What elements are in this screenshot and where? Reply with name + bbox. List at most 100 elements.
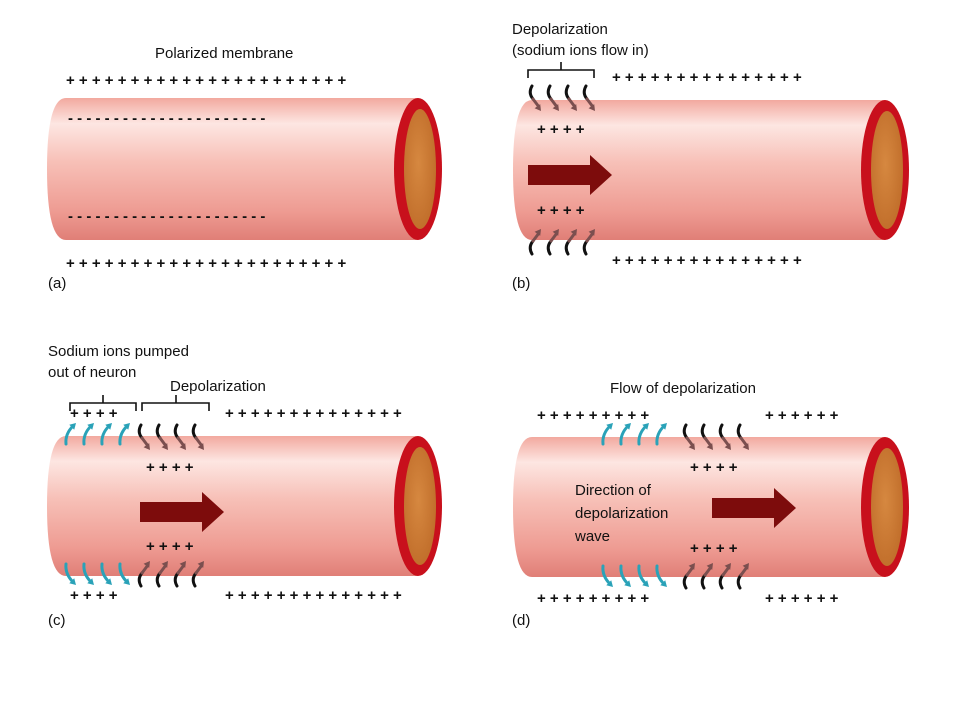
panel-b-bracket bbox=[527, 62, 595, 78]
panel-d-letter: (d) bbox=[512, 612, 530, 629]
arrow-head bbox=[161, 561, 168, 568]
panel-d-influx-arrows-top bbox=[682, 423, 749, 450]
sodium-efflux-arrow bbox=[118, 562, 129, 584]
panel-c-pump-label-line2: out of neuron bbox=[48, 364, 136, 381]
arrow-head bbox=[123, 578, 130, 585]
arrow-head bbox=[69, 423, 76, 430]
panel-a-title: Polarized membrane bbox=[155, 45, 293, 62]
arrow-head bbox=[197, 561, 204, 568]
arrow-head bbox=[724, 443, 731, 450]
panel-c-influx-arrows-bottom bbox=[137, 561, 204, 588]
sodium-efflux-arrow bbox=[118, 424, 129, 446]
panel-a-outer-bottom-charges: + + + + + + + + + + + + + + + + + + + + … bbox=[66, 255, 346, 272]
panel-d: Flow of depolarization + + + + + + + + +… bbox=[512, 380, 909, 629]
panel-d-direction-label-line3: wave bbox=[574, 528, 610, 545]
panel-c-depolarization-bracket bbox=[141, 395, 210, 411]
panel-d-efflux-arrows-top bbox=[601, 423, 667, 446]
sodium-efflux-arrow bbox=[64, 424, 75, 446]
panel-b-influx-arrows-bottom bbox=[528, 229, 595, 256]
arrow-head bbox=[534, 104, 541, 111]
arrow-head bbox=[588, 104, 595, 111]
panel-c-efflux-arrows-bottom bbox=[64, 562, 130, 585]
panel-d-axon bbox=[513, 437, 909, 577]
panel-b-outer-top-charges: + + + + + + + + + + + + + + + bbox=[612, 69, 802, 86]
ion-tail bbox=[700, 573, 707, 590]
arrow-head bbox=[534, 229, 541, 236]
panel-a-inner-bottom-charges: - - - - - - - - - - - - - - - - - - - - … bbox=[68, 208, 265, 225]
ion-tail bbox=[155, 571, 162, 588]
ion-tail bbox=[582, 239, 589, 256]
panel-d-direction-label-line1: Direction of bbox=[575, 482, 652, 499]
panel-b-direction-arrow bbox=[528, 155, 612, 195]
panel-c-pump-bracket bbox=[69, 395, 137, 411]
panel-b-inner-top-charges: + + + + bbox=[537, 121, 585, 138]
arrow-head bbox=[143, 443, 150, 450]
panel-c-outer-bottom-right-charges: + + + + + + + + + + + + + + bbox=[225, 587, 402, 604]
ion-tail bbox=[173, 571, 180, 588]
sodium-efflux-arrow bbox=[82, 424, 93, 446]
arrow-head bbox=[179, 561, 186, 568]
panel-d-outer-bottom-right-charges: + + + + + + bbox=[765, 590, 839, 607]
sodium-efflux-arrow bbox=[64, 562, 75, 584]
panel-b-letter: (b) bbox=[512, 275, 530, 292]
panel-a-inner-top-charges: - - - - - - - - - - - - - - - - - - - - … bbox=[68, 110, 265, 127]
ion-tail bbox=[546, 84, 553, 101]
arrow-head bbox=[570, 229, 577, 236]
panel-c-pump-label-line1: Sodium ions pumped bbox=[48, 343, 189, 360]
arrow-head bbox=[742, 443, 749, 450]
panel-d-outer-top-right-charges: + + + + + + bbox=[765, 407, 839, 424]
axon-cylinder bbox=[47, 98, 418, 240]
ion-tail bbox=[682, 423, 689, 440]
sodium-efflux-arrow bbox=[100, 562, 111, 584]
panel-a-outer-top-charges: + + + + + + + + + + + + + + + + + + + + … bbox=[66, 72, 346, 89]
panel-c-efflux-arrows-top bbox=[64, 423, 130, 446]
ion-tail bbox=[191, 423, 198, 440]
panel-b-title-line1: Depolarization bbox=[512, 21, 608, 38]
sodium-efflux-arrow bbox=[637, 424, 648, 446]
panel-c: Sodium ions pumped out of neuron Depolar… bbox=[47, 343, 442, 629]
arrow-head bbox=[606, 423, 613, 430]
panel-d-outer-bottom-left-charges: + + + + + + + + + bbox=[537, 590, 649, 607]
ion-tail bbox=[528, 239, 535, 256]
ion-tail bbox=[582, 84, 589, 101]
ion-tail bbox=[736, 423, 743, 440]
panel-c-inner-top-charges: + + + + bbox=[146, 459, 194, 476]
ion-tail bbox=[137, 423, 144, 440]
panel-b-influx-arrows-top bbox=[528, 84, 595, 111]
arrow-head bbox=[197, 443, 204, 450]
arrow-head bbox=[588, 229, 595, 236]
arrow-head bbox=[706, 443, 713, 450]
arrow-head bbox=[552, 229, 559, 236]
arrow-head bbox=[69, 578, 76, 585]
arrow-head bbox=[570, 104, 577, 111]
sodium-efflux-arrow bbox=[601, 564, 612, 586]
axon-core bbox=[404, 109, 436, 229]
panel-d-influx-arrows-bottom bbox=[682, 563, 749, 590]
panel-b-title-line2: (sodium ions flow in) bbox=[512, 42, 649, 59]
arrow-head bbox=[87, 578, 94, 585]
arrow-head bbox=[642, 423, 649, 430]
arrow-head bbox=[660, 580, 667, 587]
panel-a-axon bbox=[47, 98, 442, 240]
arrow-head bbox=[161, 443, 168, 450]
ion-tail bbox=[718, 573, 725, 590]
arrow-head bbox=[688, 563, 695, 570]
panel-c-depolarization-label: Depolarization bbox=[170, 378, 266, 395]
axon-core bbox=[871, 448, 903, 566]
ion-tail bbox=[718, 423, 725, 440]
panel-c-direction-arrow bbox=[140, 492, 224, 532]
sodium-efflux-arrow bbox=[619, 424, 630, 446]
panel-c-inner-bottom-charges: + + + + bbox=[146, 538, 194, 555]
axon-core bbox=[404, 447, 436, 565]
panel-a: Polarized membrane + + + + + + + + + + +… bbox=[47, 45, 442, 292]
ion-tail bbox=[564, 84, 571, 101]
arrow-head bbox=[688, 443, 695, 450]
ion-tail bbox=[682, 573, 689, 590]
ion-tail bbox=[155, 423, 162, 440]
arrow-head bbox=[742, 563, 749, 570]
sodium-efflux-arrow bbox=[655, 424, 666, 446]
panel-c-outer-top-right-charges: + + + + + + + + + + + + + + bbox=[225, 405, 402, 422]
arrow-head bbox=[624, 423, 631, 430]
panel-a-letter: (a) bbox=[48, 275, 66, 292]
panel-c-letter: (c) bbox=[48, 612, 66, 629]
